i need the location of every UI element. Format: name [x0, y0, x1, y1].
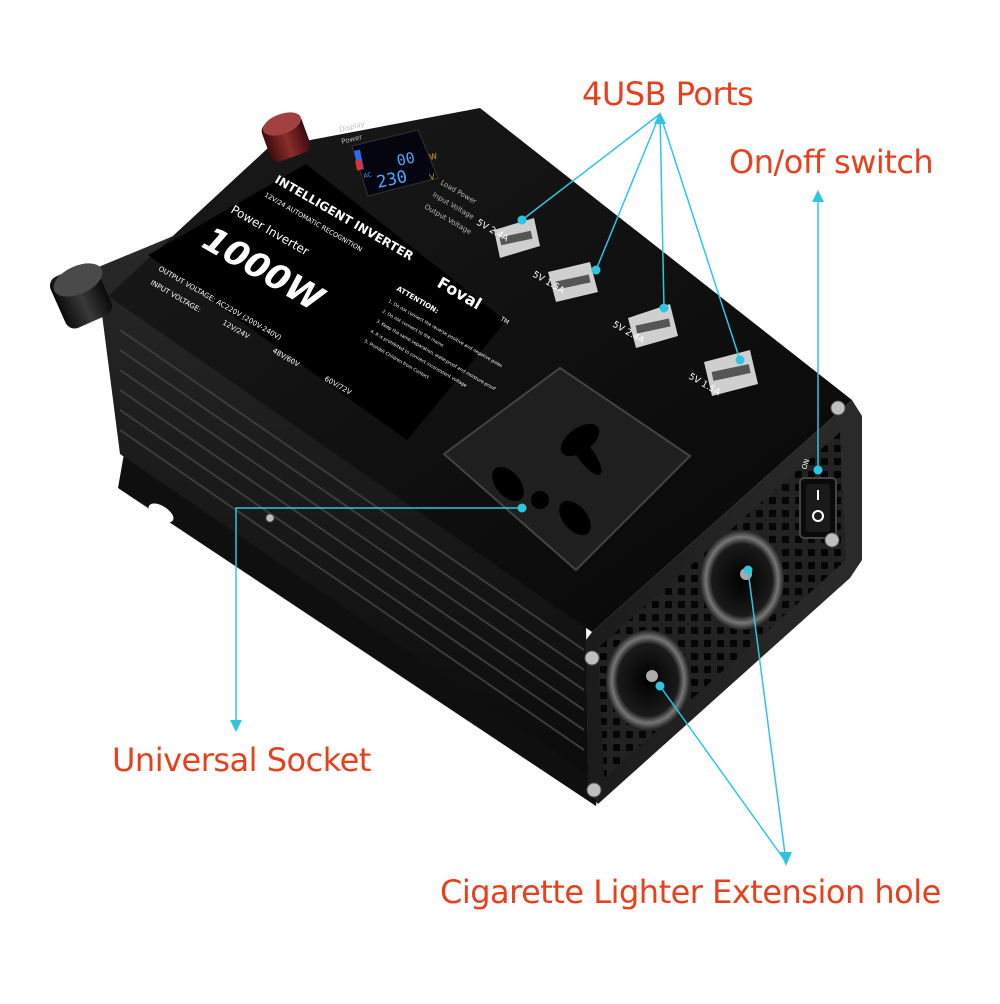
cigarette-lighter-socket-1[interactable] [606, 630, 690, 730]
leader-cig-1 [659, 685, 787, 863]
usb-port-3[interactable] [628, 304, 678, 348]
leader-usb-2 [595, 113, 661, 271]
terminal-red [261, 112, 311, 162]
leader-usb-1 [521, 113, 661, 221]
lcd-mode-tag: AC [363, 171, 372, 180]
lcd-bottom-unit: V [429, 172, 437, 182]
on-off-switch-callout: On/off switch [729, 143, 934, 181]
usb-port-4[interactable] [704, 350, 758, 396]
universal-socket-callout: Universal Socket [112, 741, 371, 779]
terminal-black [49, 263, 113, 329]
cigarette-lighter-socket-2[interactable] [700, 530, 784, 630]
usb-ports-callout: 4USB Ports [582, 75, 754, 113]
leader-socket [235, 507, 522, 726]
usb-port-2[interactable] [548, 262, 598, 302]
label-panel [148, 164, 506, 440]
power-switch[interactable] [799, 477, 837, 539]
leader-usb-3 [659, 113, 665, 309]
leader-cig-2 [747, 569, 787, 863]
trademark: TM [498, 315, 510, 326]
leader-lines [235, 113, 819, 863]
screws [265, 400, 846, 798]
leader-usb-4 [659, 113, 741, 361]
lcd-display: 00 230 W V AC [351, 129, 439, 197]
cigarette-lighter-callout: Cigarette Lighter Extension hole [440, 873, 941, 911]
mounting-bracket [118, 448, 620, 822]
usb-port-1[interactable] [494, 218, 540, 258]
leader-markers [230, 112, 824, 866]
universal-socket [442, 366, 692, 572]
switch-on-label: ON [800, 458, 811, 471]
lcd-top-unit: W [429, 151, 439, 161]
lcd-top-reading: 00 [395, 149, 416, 170]
